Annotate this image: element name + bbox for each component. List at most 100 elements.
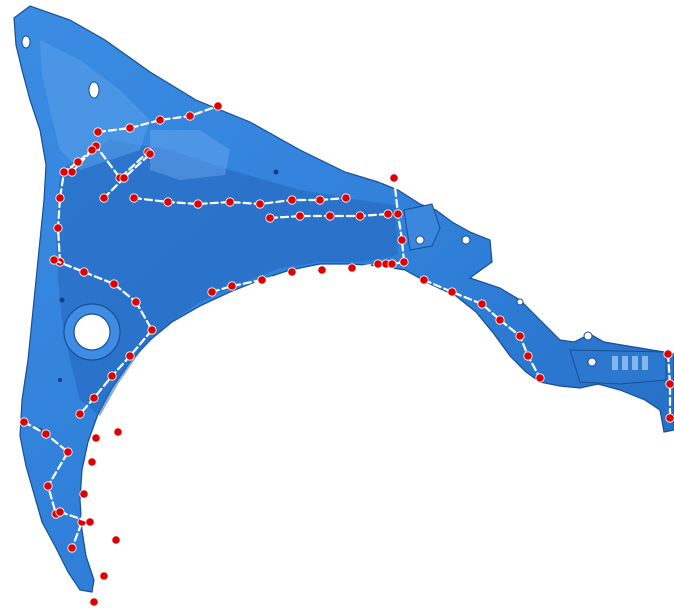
rail-slot	[642, 356, 648, 370]
weld-seam-mid-horizontal-rail	[129, 193, 351, 209]
weld-spot	[41, 429, 51, 439]
weld-spot	[419, 275, 429, 285]
weld-seam-mid-lower-rail	[265, 209, 393, 223]
weld-seam-right-arm	[419, 275, 545, 383]
weld-spot	[99, 571, 109, 581]
weld-spot	[49, 255, 59, 265]
weld-spot	[387, 259, 397, 269]
mounting-hole	[21, 35, 31, 49]
access-hole	[63, 303, 121, 361]
weld-spot	[67, 543, 77, 553]
weld-spot	[75, 409, 85, 419]
weld-spot	[287, 267, 297, 277]
weld-spot	[207, 287, 217, 297]
weld-spot	[315, 195, 325, 205]
mounting-holes	[21, 35, 597, 367]
weld-spot	[63, 447, 73, 457]
weld-spot	[265, 213, 275, 223]
panel-right-bracket	[403, 203, 441, 251]
weld-seam-right-edge	[663, 349, 674, 423]
panel-inner-channel	[56, 140, 398, 416]
weld-spot	[119, 173, 129, 183]
weld-spot	[317, 265, 327, 275]
weld-spot	[87, 145, 97, 155]
weld-spot	[145, 149, 155, 159]
weld-spot	[85, 517, 95, 527]
weld-spot	[55, 507, 65, 517]
weld-spot	[79, 489, 89, 499]
weld-line	[70, 144, 150, 180]
weld-spot	[523, 351, 533, 361]
weld-spot	[89, 597, 99, 607]
weld-spot	[125, 351, 135, 361]
weld-spot	[79, 267, 89, 277]
weld-spot	[227, 281, 237, 291]
weld-spot	[131, 297, 141, 307]
rail-slots	[612, 356, 648, 370]
rail-slot	[622, 356, 628, 370]
weld-seam-lower-foot-right	[55, 507, 121, 607]
weld-spot	[125, 123, 135, 133]
weld-spot	[59, 167, 69, 177]
weld-spot	[373, 259, 383, 269]
weld-spot	[87, 457, 97, 467]
weld-spot	[185, 111, 195, 121]
weld-spot	[155, 115, 165, 125]
weld-seam-inner-diagonal	[99, 149, 155, 203]
panel-main-shape	[13, 5, 674, 593]
weld-spot	[147, 325, 157, 335]
weld-line	[132, 196, 348, 206]
weld-seam-wheelarch-top	[207, 259, 397, 297]
mounting-hole	[88, 81, 100, 99]
weld-line	[52, 258, 138, 304]
mounting-hole	[583, 331, 593, 341]
weld-spot	[665, 379, 674, 389]
weld-spot	[663, 349, 673, 359]
weld-seam-upper-apron-rail	[93, 101, 223, 137]
weld-seam-left-wheelarch-lower	[75, 297, 157, 419]
weld-spot	[255, 199, 265, 209]
weld-spot	[515, 331, 525, 341]
weld-spot	[287, 195, 297, 205]
weld-spot	[53, 223, 63, 233]
weld-spot	[107, 371, 117, 381]
rail-slot	[612, 356, 618, 370]
weld-spot	[89, 393, 99, 403]
mounting-hole	[415, 235, 425, 245]
weld-spot	[447, 287, 457, 297]
rail-slot	[632, 356, 638, 370]
weld-spot	[93, 127, 103, 137]
weld-spot	[19, 417, 29, 427]
weld-line	[96, 104, 220, 134]
weld-spot	[341, 193, 351, 203]
weld-spot	[257, 275, 267, 285]
panel-upper-bulge	[40, 40, 150, 170]
weld-line	[22, 420, 70, 516]
mounting-hole	[461, 235, 471, 245]
weld-spot	[389, 173, 399, 183]
weld-spot	[111, 535, 121, 545]
body-panel	[13, 5, 674, 593]
weld-spot	[347, 263, 357, 273]
weld-spot	[535, 373, 545, 383]
weld-spot	[295, 211, 305, 221]
weld-spot	[67, 167, 77, 177]
weld-spot	[43, 481, 53, 491]
weld-seams	[19, 101, 674, 607]
weld-spot	[163, 197, 173, 207]
weld-spot	[225, 197, 235, 207]
weld-spot	[477, 299, 487, 309]
weld-spot	[129, 193, 139, 203]
weld-spot	[99, 193, 109, 203]
weld-spot	[55, 193, 65, 203]
weld-spot	[397, 235, 407, 245]
weld-spot	[91, 433, 101, 443]
weld-spot	[73, 157, 83, 167]
weld-spot	[213, 101, 223, 111]
weld-spot	[109, 279, 119, 289]
weld-spot	[383, 209, 393, 219]
weld-spot	[495, 315, 505, 325]
weld-spot	[113, 427, 123, 437]
